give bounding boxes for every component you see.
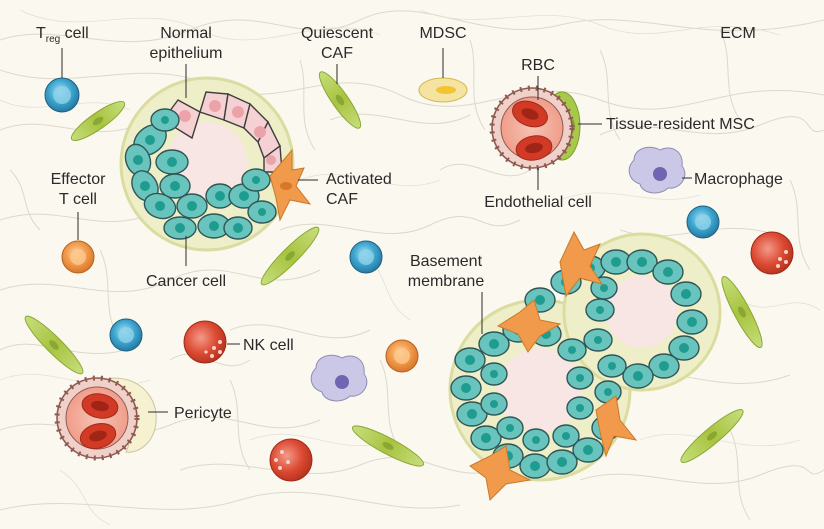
label-nk-cell: NK cell <box>243 337 294 354</box>
labels: Treg cell Normal epithelium Quiescent CA… <box>36 25 783 422</box>
label-cancer-cell: Cancer cell <box>146 273 226 290</box>
label-basement-membrane-1: Basement <box>410 253 483 270</box>
label-activated-caf-2: CAF <box>326 191 358 208</box>
label-activated-caf-1: Activated <box>326 171 392 188</box>
label-tissue-resident-msc: Tissue-resident MSC <box>606 116 755 133</box>
blood-vessel-top <box>489 85 581 171</box>
cancer-duct <box>448 230 722 502</box>
label-normal-epithelium-1: Normal <box>160 25 212 42</box>
label-treg-cell: Treg cell <box>36 25 89 45</box>
mdsc-cell <box>418 77 468 103</box>
normal-duct <box>119 76 312 252</box>
nk-cells <box>183 231 794 482</box>
effector-t-cells <box>61 240 419 373</box>
macrophages <box>310 146 686 402</box>
label-endothelial-cell: Endothelial cell <box>484 194 592 211</box>
label-macrophage: Macrophage <box>694 171 783 188</box>
treg-cell <box>44 77 80 113</box>
label-normal-epithelium-2: epithelium <box>150 45 223 62</box>
label-pericyte: Pericyte <box>174 405 232 422</box>
label-quiescent-caf-2: CAF <box>321 45 353 62</box>
t-cell-blue <box>109 205 720 352</box>
label-basement-membrane-2: membrane <box>408 273 485 290</box>
activated-cafs-right <box>469 230 638 502</box>
label-rbc: RBC <box>521 57 555 74</box>
label-mdsc: MDSC <box>419 25 466 42</box>
label-effector-t-cell-1: Effector <box>51 171 107 188</box>
label-quiescent-caf-1: Quiescent <box>301 25 374 42</box>
label-ecm: ECM <box>720 25 756 42</box>
label-effector-t-cell-2: T cell <box>59 191 97 208</box>
leader-lines <box>61 48 692 413</box>
blood-vessel-bottom <box>54 375 157 461</box>
